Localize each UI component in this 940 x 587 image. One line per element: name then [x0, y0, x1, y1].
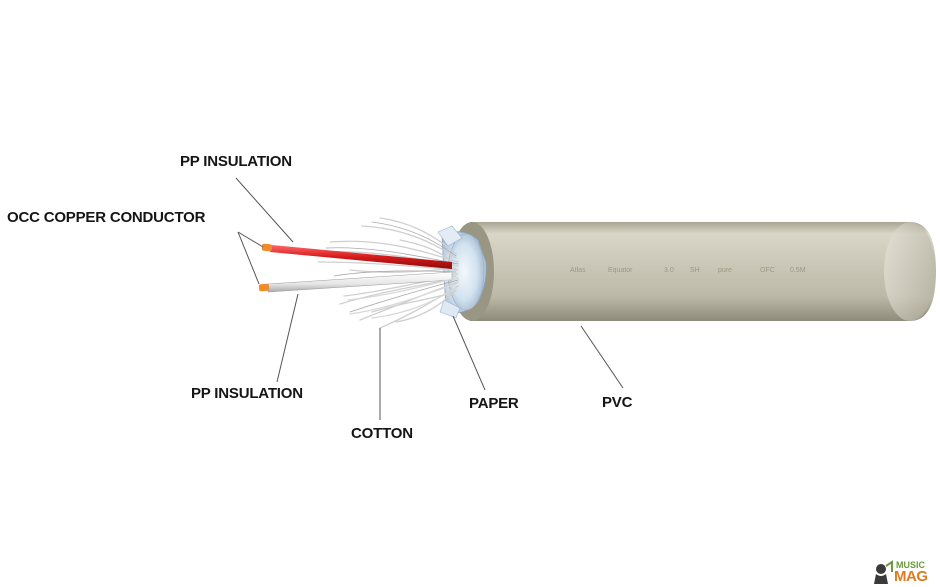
label-pvc: PVC	[602, 394, 633, 411]
jacket-print-word: 3.0	[664, 267, 674, 274]
leader-pp-bottom	[276, 293, 299, 383]
watermark-logo-icon	[874, 560, 893, 584]
label-pp-insulation-top: PP INSULATION	[180, 153, 292, 170]
leader-occ-1	[237, 231, 264, 248]
label-paper: PAPER	[469, 395, 519, 412]
jacket-print-word: 0.5M	[790, 267, 806, 274]
pvc-jacket: Atlas Equator 3.0 SH pure OFC 0.5M	[470, 222, 936, 321]
leader-lines	[235, 177, 624, 420]
watermark-music: MUSIC	[896, 560, 925, 570]
jacket-print: Atlas Equator 3.0 SH pure OFC 0.5M	[570, 267, 806, 274]
music-mag-watermark: MUSIC MAG	[872, 560, 938, 586]
jacket-print-word: pure	[718, 267, 732, 274]
jacket-print-word: Equator	[608, 267, 633, 274]
leader-pvc	[580, 325, 624, 389]
jacket-print-word: SH	[690, 267, 700, 274]
red-copper-tip	[261, 243, 273, 252]
cotton-strands-shade	[325, 221, 459, 313]
leader-pp-top	[235, 177, 294, 243]
jacket-print-word: OFC	[760, 267, 775, 274]
label-pp-insulation-bottom: PP INSULATION	[191, 385, 303, 402]
leader-occ-2	[237, 231, 260, 285]
white-copper-tip	[258, 283, 270, 292]
red-conductor	[261, 243, 452, 269]
white-conductor	[258, 271, 453, 293]
label-occ-copper-conductor: OCC COPPER CONDUCTOR	[7, 209, 206, 226]
leader-paper	[452, 315, 486, 391]
jacket-print-word: Atlas	[570, 267, 586, 274]
watermark-mag: MAG	[894, 568, 928, 585]
cotton-strands-front	[347, 277, 457, 319]
label-cotton: COTTON	[351, 425, 413, 442]
